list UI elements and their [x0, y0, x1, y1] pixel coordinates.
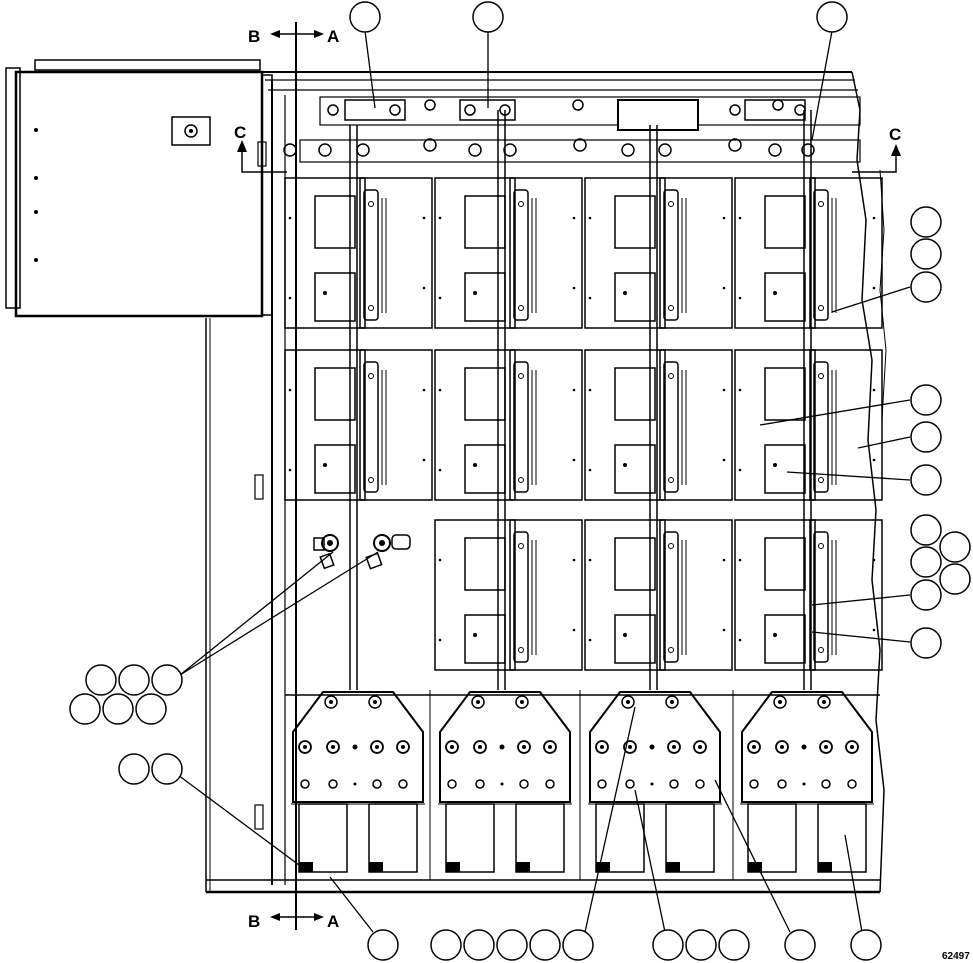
top-bus-bar: [283, 96, 861, 163]
callout-left-7: [118, 753, 150, 785]
callout-right-9: [910, 546, 942, 578]
leader-lines: [177, 30, 911, 933]
callout-right-8: [939, 531, 971, 563]
callout-bottom-11: [850, 929, 882, 961]
section-line-b-a: [270, 22, 324, 930]
section-label-c-right: C: [889, 125, 901, 144]
callout-right-7: [910, 514, 942, 546]
callout-bottom-1: [367, 929, 399, 961]
cable-fittings: [313, 534, 411, 570]
section-label-c-left: C: [234, 123, 246, 142]
callout-right-4: [910, 384, 942, 416]
callout-bottom-2: [430, 929, 462, 961]
callout-left-1: [85, 664, 117, 696]
vertical-rods: [349, 110, 812, 690]
callout-bottom-9: [718, 929, 750, 961]
callout-right-1: [910, 206, 942, 238]
callout-left-6: [135, 693, 167, 725]
module-racks: [284, 177, 883, 671]
callout-right-2: [910, 238, 942, 270]
callout-top-2: [472, 1, 504, 33]
cabinet-frame: [205, 71, 887, 894]
callout-left-3: [151, 664, 183, 696]
callout-bottom-7: [652, 929, 684, 961]
control-enclosure: [5, 59, 273, 318]
callout-balloons: [69, 1, 971, 961]
section-label-b-top: B: [248, 27, 260, 46]
terminal-blocks: [285, 690, 880, 880]
callout-bottom-10: [784, 929, 816, 961]
callout-right-12: [910, 627, 942, 659]
callout-top-1: [349, 1, 381, 33]
section-label-a-top: A: [327, 27, 339, 46]
section-line-c: [237, 140, 901, 173]
callout-left-2: [118, 664, 150, 696]
callout-top-3: [816, 1, 848, 33]
callout-right-6: [910, 464, 942, 496]
figure-number: 62497: [942, 951, 970, 962]
section-label-b-bottom: B: [248, 912, 260, 931]
callout-left-8: [151, 753, 183, 785]
callout-right-3: [910, 271, 942, 303]
callout-bottom-5: [529, 929, 561, 961]
section-label-a-bottom: A: [327, 912, 339, 931]
callout-bottom-3: [463, 929, 495, 961]
callout-right-5: [910, 421, 942, 453]
callout-right-11: [910, 579, 942, 611]
callout-left-5: [102, 693, 134, 725]
callout-bottom-6: [562, 929, 594, 961]
callout-bottom-8: [685, 929, 717, 961]
callout-right-10: [939, 563, 971, 595]
callout-bottom-4: [496, 929, 528, 961]
callout-left-4: [69, 693, 101, 725]
